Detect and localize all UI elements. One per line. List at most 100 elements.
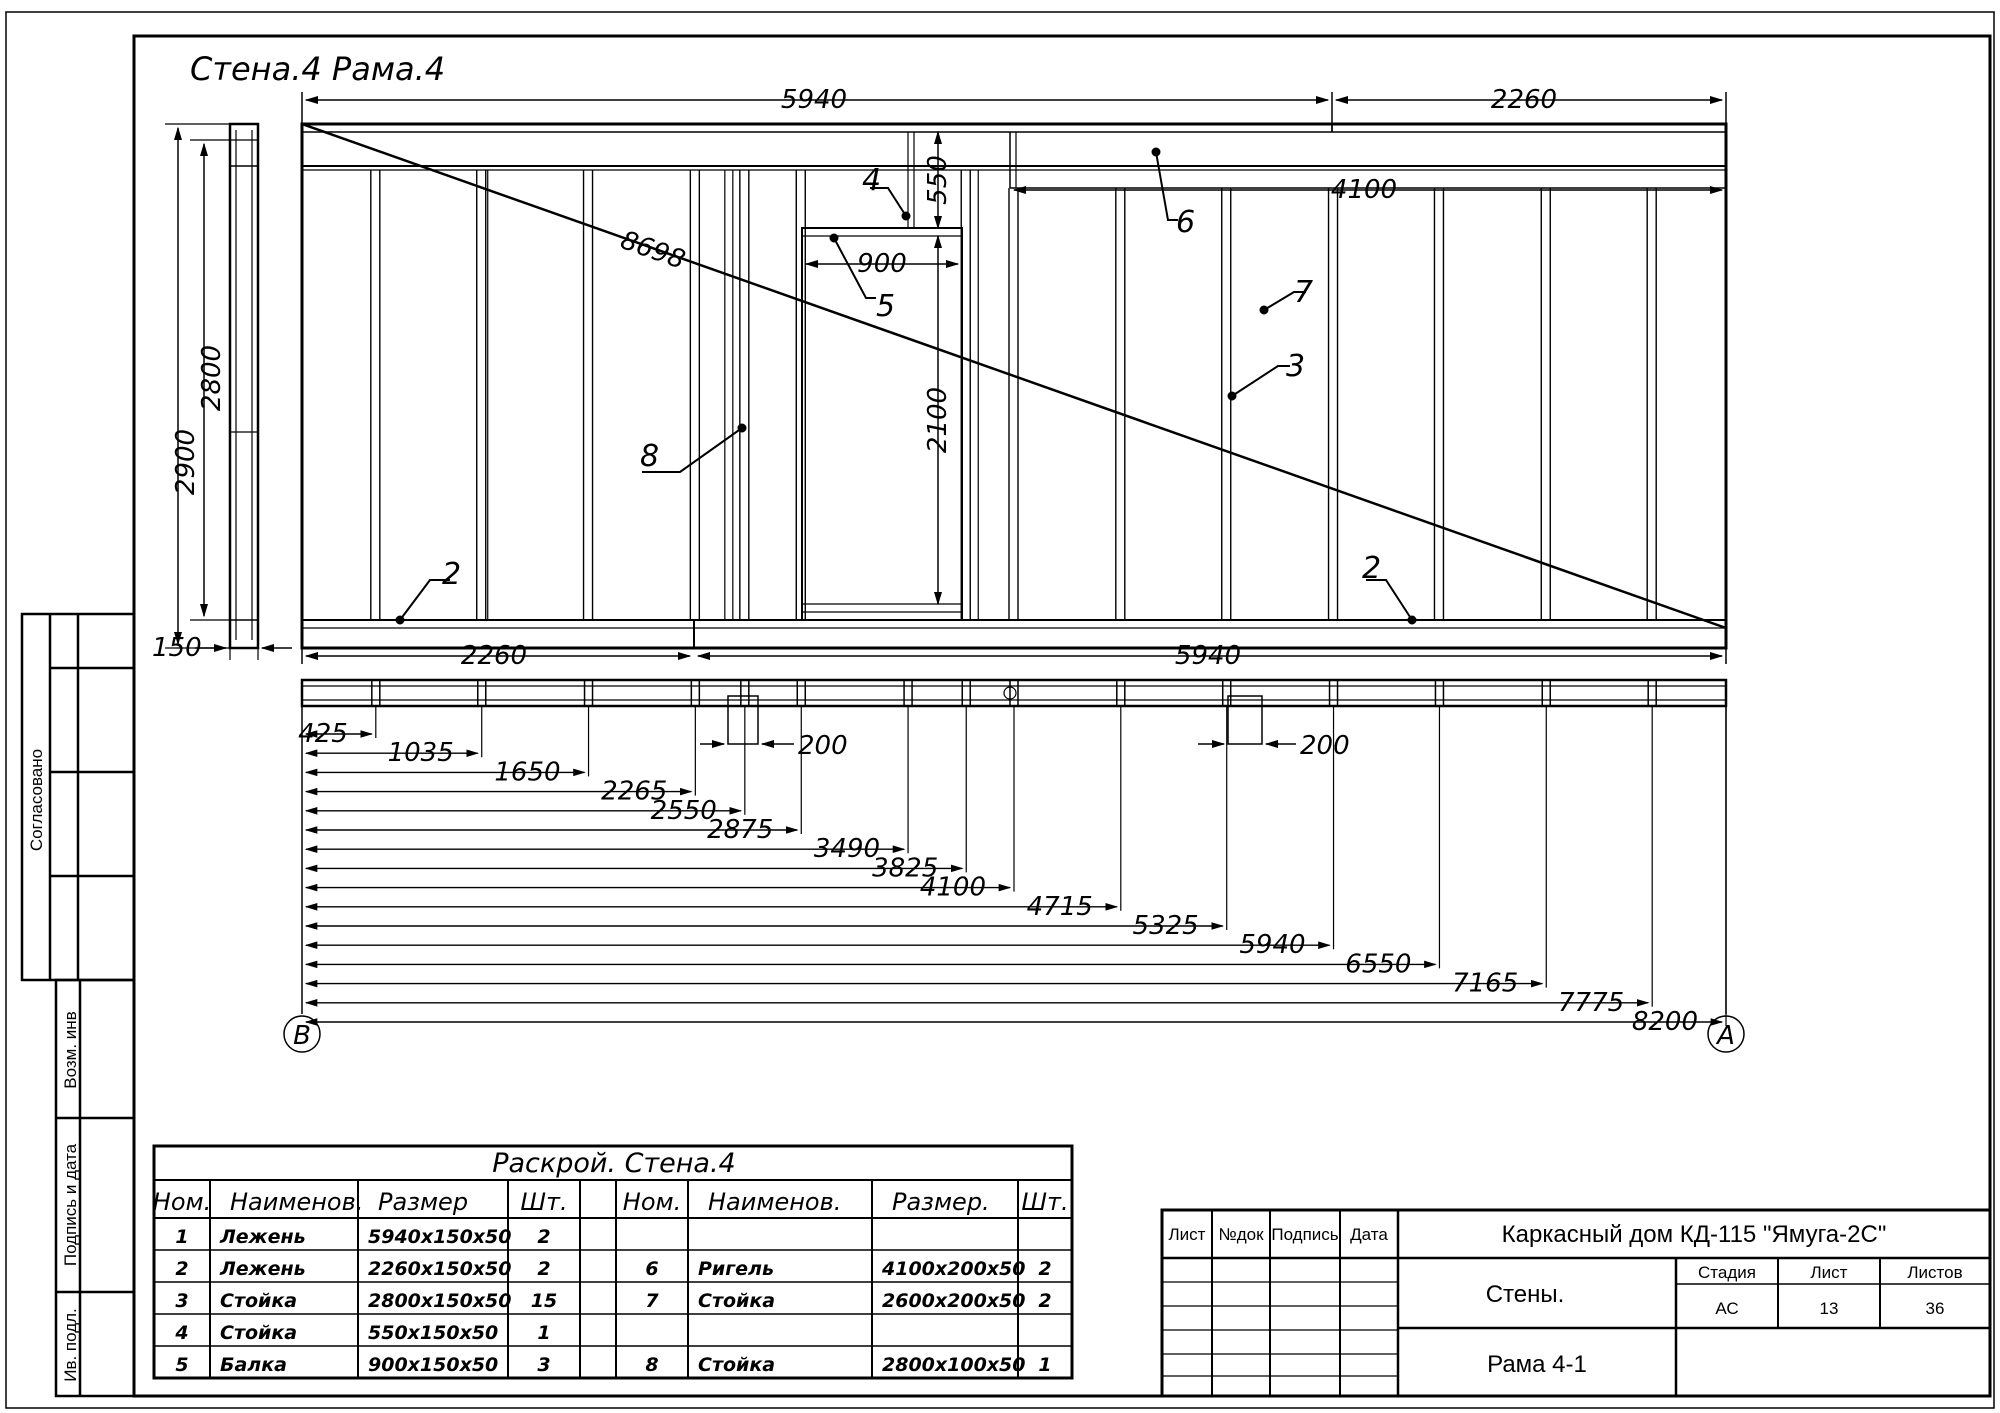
stud-dimension-label: 1650: [494, 757, 560, 787]
tb-col-docno: №док: [1218, 1225, 1264, 1244]
cut-table-cell: 1: [175, 1226, 188, 1248]
dim-height-outer: 2900: [171, 429, 201, 495]
cut-table-cell: 1: [1038, 1354, 1051, 1376]
side-stamp: [20, 612, 136, 1398]
tb-section: Стены.: [1486, 1281, 1565, 1308]
cut-table-cell: 2800х150х50: [368, 1290, 512, 1312]
stud-dimension-label: 3825: [872, 853, 938, 883]
wall-frame-elevation: [300, 122, 1728, 650]
cut-table-cell: Ригель: [698, 1258, 774, 1280]
stud-dimension-label: 5940: [1239, 930, 1305, 960]
callout-7: 7: [1294, 275, 1313, 310]
cut-table-cell: 3: [537, 1354, 550, 1376]
stud-dimension-label: 425: [298, 719, 348, 749]
cut-table-cell: 2: [537, 1226, 550, 1248]
tb-sheet-label: Лист: [1811, 1263, 1848, 1282]
tb-sheets-total: 36: [1926, 1299, 1945, 1318]
outer-frame: [5, 11, 1995, 1409]
stud-dimension-label: 2265: [601, 777, 667, 807]
cut-table-cell: 2260х150х50: [368, 1258, 512, 1280]
callout-2-left: 2: [442, 557, 461, 592]
cut-table-cell: 4100х200х50: [881, 1258, 1026, 1280]
agreed-label: Согласовано: [27, 749, 46, 851]
cut-table-header: Ном.: [153, 1188, 211, 1216]
tb-sheet-name: Рама 4-1: [1487, 1351, 1587, 1378]
diagonal-line: [301, 122, 1727, 630]
cut-table-title: Раскрой. Стена.4: [492, 1148, 736, 1179]
tb-col-date: Дата: [1350, 1225, 1388, 1244]
cut-table-cell: 7: [645, 1290, 659, 1312]
cut-table-header: Шт.: [520, 1188, 567, 1216]
cut-table-cell: 2: [1038, 1258, 1051, 1280]
tb-sheets-label: Листов: [1907, 1263, 1962, 1282]
cut-table-header: Размер: [378, 1188, 468, 1216]
cut-table-cell: 4: [174, 1322, 188, 1344]
cut-table-cell: Стойка: [220, 1290, 297, 1312]
cut-table-cell: 1: [537, 1322, 550, 1344]
stud-dimension-label: 5325: [1133, 911, 1199, 941]
side-section-view: [165, 122, 292, 660]
tb-stage-value: АС: [1715, 1299, 1738, 1318]
cut-table-header: Наименов.: [230, 1188, 363, 1216]
cut-table-cell: 550х150х50: [368, 1322, 498, 1344]
stud-dimension-label: 4100: [920, 873, 986, 903]
dim-opening-height: 2100: [923, 387, 953, 453]
cut-table-cell: 6: [645, 1258, 658, 1280]
cut-table-cell: 2800х100х50: [882, 1354, 1026, 1376]
dim-opening-width: 900: [857, 249, 907, 279]
callout-5: 5: [876, 289, 895, 324]
dim-height-inner: 2800: [197, 345, 227, 411]
dim-bottom-left: 2260: [461, 641, 527, 671]
inv-no-label: Ив. подл.: [61, 1308, 80, 1382]
stud-dimension-label: 2875: [707, 815, 773, 845]
title-block: [1160, 1208, 1992, 1398]
callout-4: 4: [862, 163, 881, 198]
cut-table-cell: 5: [175, 1354, 188, 1376]
plan-studs: [371, 680, 1657, 706]
stud-dimension-label: 6550: [1345, 949, 1411, 979]
dim-top-left: 5940: [781, 85, 847, 115]
cut-table-cell: 8: [645, 1354, 658, 1376]
cut-table-cell: 5940х150х50: [368, 1226, 512, 1248]
cut-table-cell: 2600х200х50: [882, 1290, 1026, 1312]
stud-dimension-label: 7775: [1558, 988, 1624, 1018]
cut-table-header: Шт.: [1021, 1188, 1068, 1216]
stud-dimension-label: 1035: [388, 738, 454, 768]
dim-offset-right: 200: [1300, 731, 1350, 761]
cut-table-cell: 15: [531, 1290, 557, 1312]
cut-table-header: Размер.: [892, 1188, 990, 1216]
tb-project-name: Каркасный дом КД-115 "Ямуга-2С": [1502, 1221, 1887, 1248]
cut-table-cell: Стойка: [698, 1354, 775, 1376]
stud-dimension-label: 4715: [1027, 892, 1093, 922]
cut-table-cell: 2: [1038, 1290, 1051, 1312]
callout-2-right: 2: [1362, 551, 1381, 586]
stud-dimension-label: 8200: [1632, 1007, 1698, 1037]
axis-markers: [283, 706, 1745, 1053]
stud-dimension-label: 7165: [1452, 969, 1518, 999]
dim-lintel-height: 550: [923, 155, 953, 205]
cut-table-header: Наименов.: [708, 1188, 841, 1216]
tb-col-sheet: Лист: [1169, 1225, 1206, 1244]
dim-bottom-right: 5940: [1175, 641, 1241, 671]
dim-plate-thickness: 150: [152, 633, 202, 663]
dim-top-right: 2260: [1491, 85, 1557, 115]
stud-position-dimensions: 4251035165022652550287534903825410047155…: [298, 706, 1727, 1037]
cut-table-cell: 900х150х50: [368, 1354, 498, 1376]
cut-table-cell: Лежень: [219, 1226, 306, 1248]
callout-leaders: [395, 147, 1417, 625]
cut-table-cell: Стойка: [698, 1290, 775, 1312]
callout-3: 3: [1286, 349, 1305, 384]
cut-table-cell: 2: [537, 1258, 550, 1280]
dim-offset-left: 200: [798, 731, 848, 761]
tb-col-signature: Подпись: [1271, 1225, 1338, 1244]
wall-studs: [370, 170, 1657, 620]
dim-beam-length: 4100: [1331, 175, 1397, 205]
replacement-label: Возм. инв: [61, 1011, 80, 1088]
axis-b-label: B: [293, 1021, 311, 1051]
axis-a-label: A: [1715, 1021, 1735, 1051]
tb-sheet-no: 13: [1820, 1299, 1839, 1318]
top-dimensions: [301, 92, 1727, 606]
dim-diagonal: 8698: [616, 225, 688, 275]
